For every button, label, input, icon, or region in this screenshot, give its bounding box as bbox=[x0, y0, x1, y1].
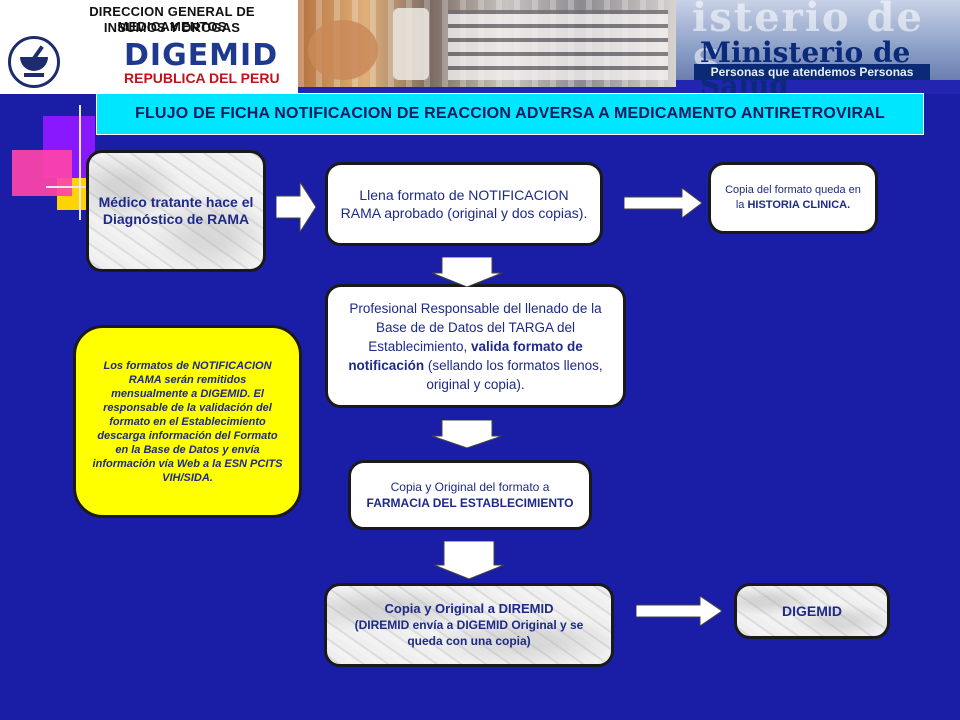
right-arrow-icon bbox=[624, 188, 702, 218]
medico-diagnostico-text: Médico tratante hace el Diagnóstico de R… bbox=[98, 194, 254, 227]
medico-diagnostico-box: Médico tratante hace el Diagnóstico de R… bbox=[86, 150, 266, 272]
decor-horizontal-line bbox=[46, 186, 106, 188]
nota-remision-text: Los formatos de NOTIFICACION RAMA serán … bbox=[92, 359, 283, 484]
right-arrow-icon bbox=[276, 182, 316, 232]
digemid-logo-panel: DIRECCION GENERAL DE MEDICAMENTOS INSUMO… bbox=[0, 0, 298, 94]
profesional-text-a: Profesional Responsable del llenado de l… bbox=[349, 300, 602, 354]
down-arrow-icon bbox=[432, 420, 502, 448]
mortar-pestle-icon bbox=[8, 36, 60, 88]
diremid-text: Copia y Original a DIREMID (DIREMID enví… bbox=[337, 601, 601, 649]
farmacia-text-a: Copia y Original del formato a bbox=[390, 480, 550, 494]
diagram-title: FLUJO DE FICHA NOTIFICACION DE REACCION … bbox=[134, 105, 886, 122]
down-arrow-icon bbox=[432, 257, 502, 287]
nota-remision-box: Los formatos de NOTIFICACION RAMA serán … bbox=[73, 325, 302, 518]
right-arrow-icon bbox=[636, 596, 722, 626]
diremid-title: Copia y Original a DIREMID bbox=[384, 601, 554, 616]
diremid-body: (DIREMID envía a DIGEMID Original y se q… bbox=[354, 618, 584, 648]
digemid-wordmark: DIGEMID bbox=[124, 38, 279, 73]
copia-historia-text-b: HISTORIA CLINICA. bbox=[747, 199, 851, 211]
down-arrow-icon bbox=[434, 541, 504, 579]
llena-formato-text: Llena formato de NOTIFICACION RAMA aprob… bbox=[340, 187, 588, 221]
medicines-photo bbox=[298, 0, 676, 87]
profesional-valida-box: Profesional Responsable del llenado de l… bbox=[325, 284, 626, 408]
farmacia-text: Copia y Original del formato a FARMACIA … bbox=[361, 479, 579, 511]
decor-vertical-line bbox=[79, 105, 81, 220]
copia-historia-box: Copia del formato queda en la HISTORIA C… bbox=[708, 162, 878, 234]
digemid-heading-line1: DIRECCION GENERAL DE MEDICAMENTOS bbox=[89, 4, 255, 34]
diremid-box: Copia y Original a DIREMID (DIREMID enví… bbox=[324, 583, 614, 667]
diagram-title-bar: FLUJO DE FICHA NOTIFICACION DE REACCION … bbox=[96, 93, 924, 135]
copia-historia-text-a: Copia del formato queda en la bbox=[725, 184, 861, 211]
profesional-text-c: (sellando los formatos llenos, original … bbox=[424, 357, 603, 392]
profesional-valida-text: Profesional Responsable del llenado de l… bbox=[340, 299, 611, 394]
digemid-country: REPUBLICA DEL PERU bbox=[124, 70, 280, 86]
digemid-heading-line2: INSUMOS Y DROGAS bbox=[103, 20, 241, 35]
copia-historia-text: Copia del formato queda en la HISTORIA C… bbox=[721, 183, 865, 213]
decor-pink-square bbox=[12, 150, 72, 196]
farmacia-box: Copia y Original del formato a FARMACIA … bbox=[348, 460, 592, 530]
llena-formato-box: Llena formato de NOTIFICACION RAMA aprob… bbox=[325, 162, 603, 246]
profesional-text-b: valida formato de notificación bbox=[348, 338, 583, 373]
ministerio-slogan: Personas que atendemos Personas bbox=[694, 64, 930, 80]
farmacia-text-b: FARMACIA DEL ESTABLECIMIENTO bbox=[366, 496, 574, 510]
digemid-text: DIGEMID bbox=[782, 603, 842, 619]
digemid-box: DIGEMID bbox=[734, 583, 890, 639]
